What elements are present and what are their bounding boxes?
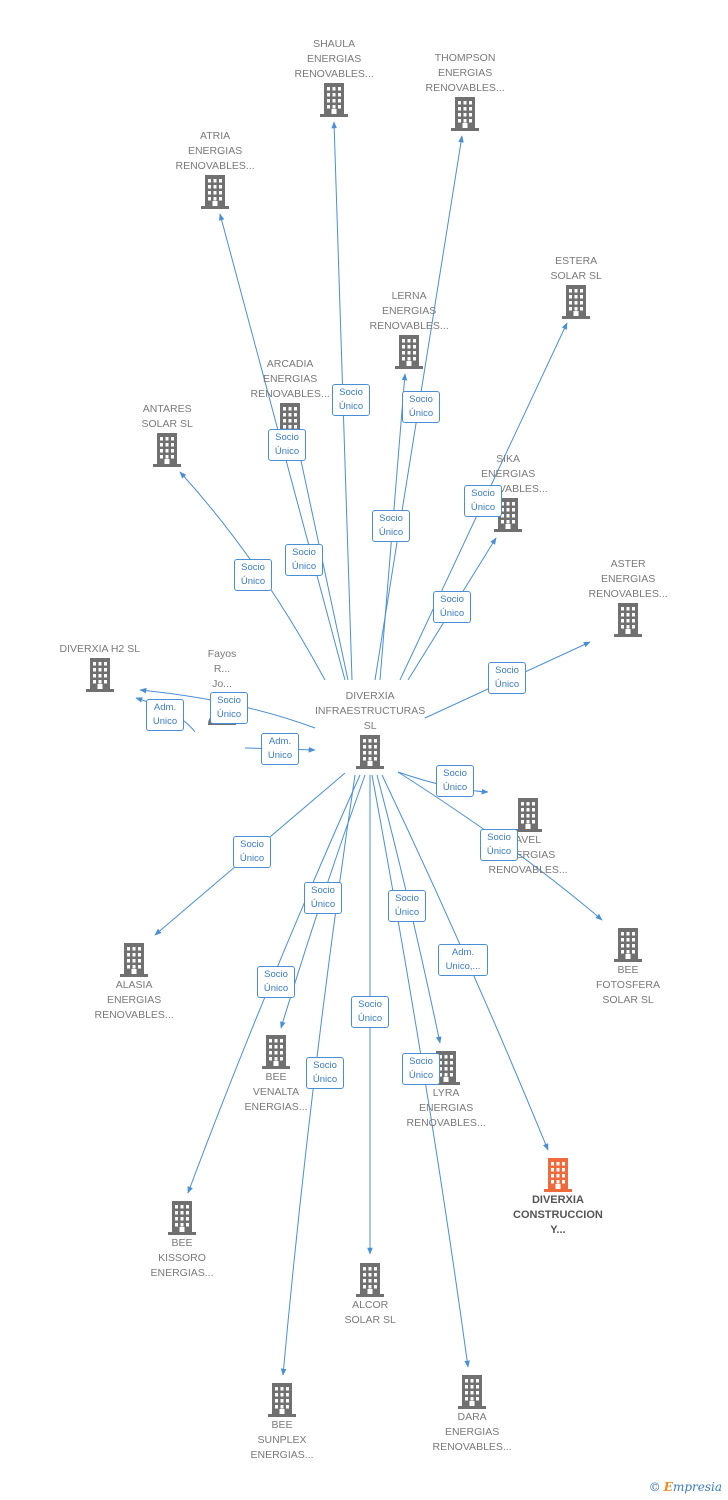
building-icon <box>259 1034 293 1070</box>
edge-label-shaula[interactable]: Socio Único <box>332 384 370 416</box>
node-label: ESTERA SOLAR SL <box>550 255 602 282</box>
node-kissoro[interactable]: BEE KISSORO ENERGIAS... <box>151 1200 214 1281</box>
node-label: SHAULA ENERGIAS RENOVABLES... <box>294 38 374 80</box>
building-icon <box>611 602 645 638</box>
building-icon <box>198 174 232 210</box>
building-icon <box>448 96 482 132</box>
building-icon <box>265 1382 299 1418</box>
node-sunplex[interactable]: BEE SUNPLEX ENERGIAS... <box>251 1382 314 1463</box>
edge-label-antares[interactable]: Socio Único <box>234 559 272 591</box>
brand-initial: E <box>663 1480 673 1494</box>
building-icon <box>491 497 525 533</box>
building-icon <box>611 927 645 963</box>
building-icon <box>117 942 151 978</box>
node-label: THOMPSON ENERGIAS RENOVABLES... <box>425 52 505 94</box>
edge-label-alasia[interactable]: Socio Único <box>233 836 271 868</box>
node-lyra[interactable]: LYRA ENERGIAS RENOVABLES... <box>407 1050 486 1131</box>
edge-label-lyra[interactable]: Socio Único <box>388 890 426 922</box>
node-label: ANTARES SOLAR SL <box>141 403 193 430</box>
node-dara[interactable]: DARA ENERGIAS RENOVABLES... <box>433 1374 512 1455</box>
node-label: ALASIA ENERGIAS RENOVABLES... <box>94 979 174 1021</box>
edge-label-construccion[interactable]: Adm. Unico,... <box>438 944 488 976</box>
node-lerna[interactable]: LERNA ENERGIAS RENOVABLES... <box>370 289 449 370</box>
node-label: LYRA ENERGIAS RENOVABLES... <box>406 1087 486 1129</box>
building-icon <box>353 1262 387 1298</box>
edge-label-dara[interactable]: Socio Único <box>402 1053 440 1085</box>
building-icon <box>353 734 387 770</box>
edge-label-aster[interactable]: Socio Único <box>488 662 526 694</box>
node-alasia[interactable]: ALASIA ENERGIAS RENOVABLES... <box>95 942 174 1023</box>
building-icon <box>150 432 184 468</box>
node-antares[interactable]: ANTARES SOLAR SL <box>142 402 193 468</box>
node-shaula[interactable]: SHAULA ENERGIAS RENOVABLES... <box>295 37 374 118</box>
building-icon <box>511 797 545 833</box>
node-label: BEE KISSORO ENERGIAS... <box>150 1237 214 1279</box>
edge-label-diverxia_h2[interactable]: Socio Único <box>210 692 248 724</box>
node-label: DIVERXIA H2 SL <box>59 643 141 655</box>
building-icon <box>83 657 117 693</box>
node-label: ATRIA ENERGIAS RENOVABLES... <box>175 130 255 172</box>
copyright-notice: ©Empresia <box>649 1480 722 1494</box>
node-label: BEE FOTOSFERA SOLAR SL <box>596 964 660 1006</box>
node-construccion[interactable]: DIVERXIA CONSTRUCCION Y... <box>513 1157 603 1238</box>
node-fotosfera[interactable]: BEE FOTOSFERA SOLAR SL <box>596 927 660 1008</box>
edge-label-center[interactable]: Adm. Unico <box>261 733 299 765</box>
edge-label-thompson[interactable]: Socio Único <box>372 510 410 542</box>
building-icon <box>429 1050 463 1086</box>
node-label: Fayos R... Jo... <box>207 648 237 690</box>
copyright-symbol: © <box>648 1480 661 1494</box>
node-aster[interactable]: ASTER ENERGIAS RENOVABLES... <box>589 557 668 638</box>
node-label: LERNA ENERGIAS RENOVABLES... <box>369 290 449 332</box>
node-atria[interactable]: ATRIA ENERGIAS RENOVABLES... <box>176 129 255 210</box>
edge-label-venalta[interactable]: Socio Único <box>304 882 342 914</box>
node-alcor[interactable]: ALCOR SOLAR SL <box>345 1262 396 1328</box>
node-diverxia_h2[interactable]: DIVERXIA H2 SL <box>59 642 141 693</box>
edge-label-diverxia_h2[interactable]: Adm. Unico <box>146 699 184 731</box>
node-label: ARCADIA ENERGIAS RENOVABLES... <box>250 358 330 400</box>
node-arcadia[interactable]: ARCADIA ENERGIAS RENOVABLES... <box>251 357 330 438</box>
edge-label-alcor[interactable]: Socio Único <box>351 996 389 1028</box>
building-icon <box>317 82 351 118</box>
node-label: BEE SUNPLEX ENERGIAS... <box>250 1419 314 1461</box>
node-label: DIVERXIA CONSTRUCCION Y... <box>513 1194 603 1236</box>
edge-label-fotosfera[interactable]: Socio Único <box>480 829 518 861</box>
edge-label-avel[interactable]: Socio Único <box>436 765 474 797</box>
edge-label-lerna[interactable]: Socio Único <box>402 391 440 423</box>
brand-name: mpresia <box>672 1480 722 1494</box>
building-icon <box>392 334 426 370</box>
edge-label-sunplex[interactable]: Socio Único <box>306 1057 344 1089</box>
edge-label-kissoro[interactable]: Socio Único <box>257 966 295 998</box>
node-label: ASTER ENERGIAS RENOVABLES... <box>588 558 668 600</box>
building-icon <box>165 1200 199 1236</box>
node-thompson[interactable]: THOMPSON ENERGIAS RENOVABLES... <box>426 51 505 132</box>
node-venalta[interactable]: BEE VENALTA ENERGIAS... <box>245 1034 308 1115</box>
edge-label-estera[interactable]: Socio Único <box>464 485 502 517</box>
building-icon <box>541 1157 575 1193</box>
building-icon <box>559 284 593 320</box>
edge-label-arcadia[interactable]: Socio Único <box>268 429 306 461</box>
node-label: ALCOR SOLAR SL <box>344 1299 396 1326</box>
node-label: BEE VENALTA ENERGIAS... <box>244 1071 308 1113</box>
building-icon <box>455 1374 489 1410</box>
edge-label-sika[interactable]: Socio Único <box>433 591 471 623</box>
node-label: DARA ENERGIAS RENOVABLES... <box>432 1411 512 1453</box>
node-estera[interactable]: ESTERA SOLAR SL <box>551 254 602 320</box>
node-center[interactable]: DIVERXIA INFRAESTRUCTURAS SL <box>315 689 425 770</box>
edge-label-atria[interactable]: Socio Único <box>285 544 323 576</box>
node-label: DIVERXIA INFRAESTRUCTURAS SL <box>315 690 426 732</box>
